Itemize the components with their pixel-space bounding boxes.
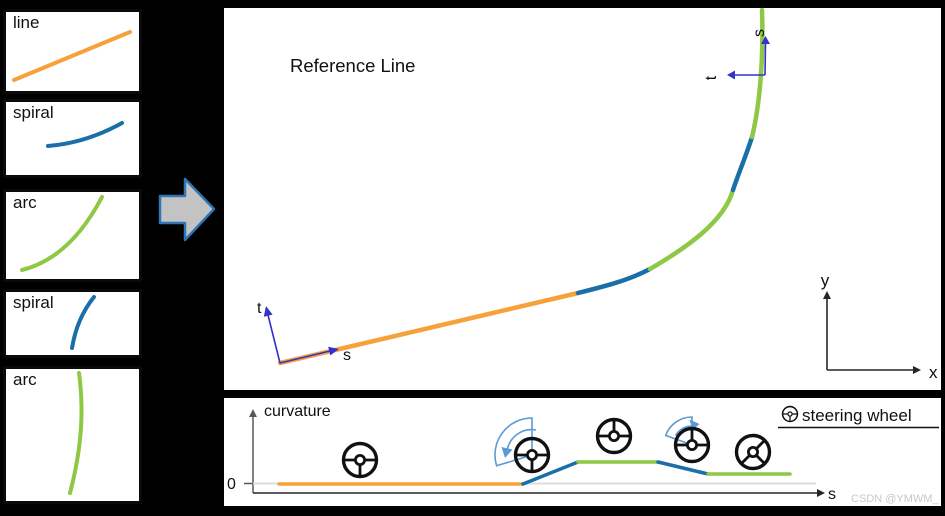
segment-label: line [13,13,40,32]
segment-box-spiral-1: spiral [3,99,142,178]
curvature-svg: curvature 0 s [227,403,939,505]
steering-wheel-straight-icon [341,441,379,479]
reference-line-svg: Reference Line t s [257,7,938,382]
turn-back-fan-icon [664,416,693,447]
segment-box-arc-2: arc [3,366,142,504]
legend-label: steering wheel [802,406,912,425]
zero-label: 0 [227,476,236,493]
segment-label: spiral [13,103,54,122]
start-frame-t-arrowhead-icon [263,306,273,317]
steering-wheel-slight-turn-icon [727,426,779,478]
end-frame-t-label: t [703,75,720,80]
world-y-label: y [821,271,830,290]
profile-spiral-segment-1 [521,460,580,486]
rotation-arrows [494,416,694,467]
spiral-sample [70,295,96,350]
end-frame: t s [703,29,770,80]
curvature-axis-label: curvature [264,403,331,420]
reference-line-panel: Reference Line t s [224,7,941,390]
segment-box-arc-1: arc [3,189,142,282]
world-x-arrowhead-icon [913,366,921,374]
segment-label: arc [13,370,37,389]
steering-wheel-turned-icon [595,417,633,455]
arc-sample-svg [20,195,104,272]
line-sample [12,30,132,82]
segment-box-line: line [3,9,142,94]
spiral-sample-svg [70,295,96,350]
start-frame-t-axis [267,314,281,364]
turn-left-arrowhead-icon [501,447,513,458]
end-frame-s-label: s [751,29,768,37]
end-frame-s-arrowhead-icon [761,36,770,44]
curvature-profile [277,460,792,486]
start-frame-s-axis [279,349,333,364]
line-sample-svg [12,30,132,82]
start-frame: t s [257,300,351,364]
world-y-arrowhead-icon [823,291,831,299]
end-frame-s-axis [764,42,767,76]
s-axis-label: s [828,486,836,503]
arc-sample-svg [68,371,84,495]
turn-left-fan-icon [494,417,533,467]
curvature-y-arrowhead-icon [249,409,257,417]
profile-spiral-segment-2 [656,460,710,476]
steering-wheel-legend: steering wheel [778,405,939,429]
spiral-sample [46,121,124,148]
curve-spiral-segment-1 [575,266,653,296]
end-frame-t-arrowhead-icon [727,70,735,80]
curvature-panel: curvature 0 s [224,398,941,506]
big-right-arrow-shape [158,177,216,242]
arc-sample [20,195,104,272]
big-right-arrow-icon [158,177,216,242]
spiral-sample-svg [46,121,124,148]
legend-steering-wheel-icon [781,405,799,423]
watermark: CSDN @YMWM_ [851,493,939,505]
world-axes: y x [821,271,938,382]
curve-spiral-segment-2 [730,134,755,193]
start-frame-t-label: t [257,300,262,317]
s-axis-arrowhead-icon [817,489,825,497]
start-frame-s-label: s [343,347,351,364]
curve-arc-segment-1 [647,187,736,272]
curve-arc-segment-2 [749,7,765,140]
start-frame-s-arrowhead-icon [328,346,339,356]
segment-box-spiral-2: spiral [3,289,142,358]
steering-wheel-unwinding-icon [673,426,711,464]
segment-label: arc [13,193,37,212]
world-x-label: x [929,363,938,382]
arc-sample [68,371,84,495]
turn-left-arrow-icon [506,428,537,452]
panel-title: Reference Line [290,55,415,76]
segment-label: spiral [13,293,54,312]
